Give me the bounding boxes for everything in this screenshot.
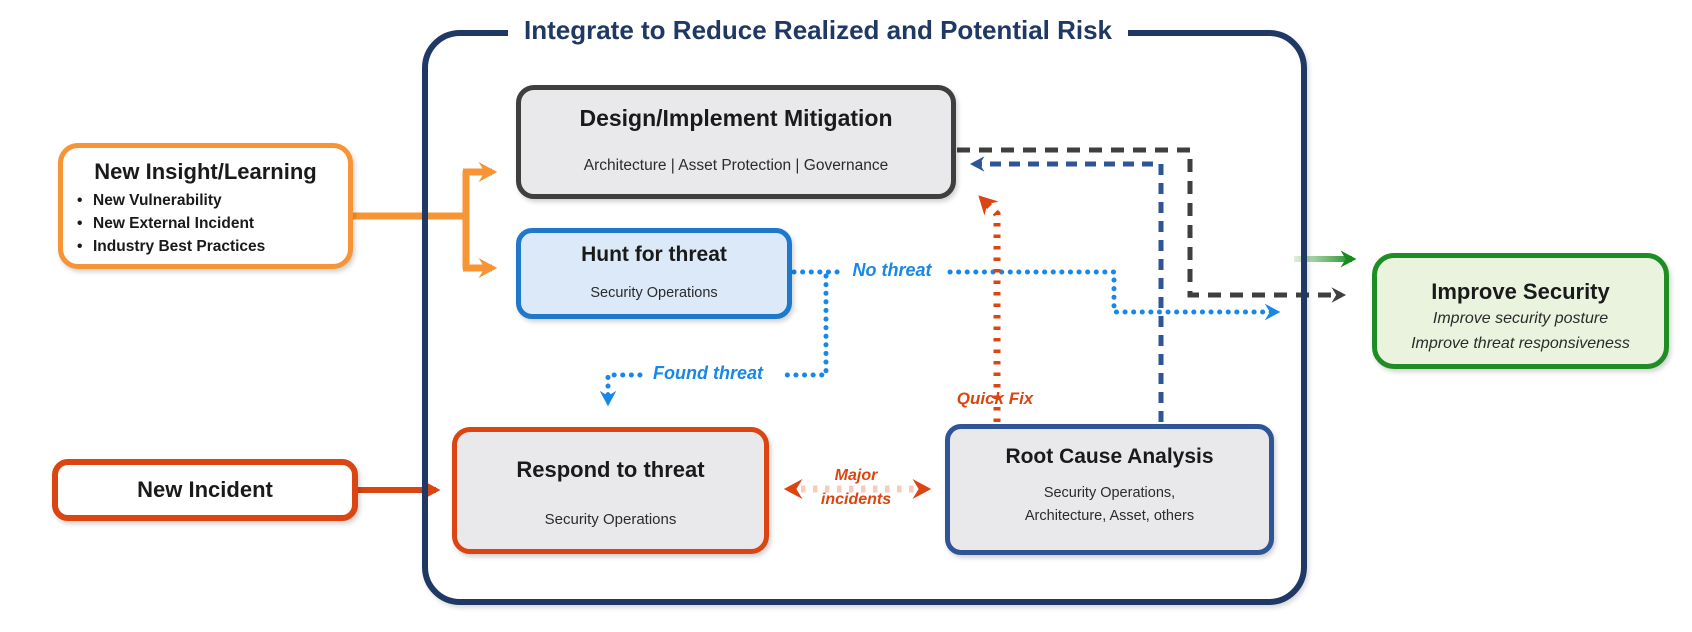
box-hunt-for-threat: Hunt for threat Security Operations <box>516 228 792 319</box>
new-insight-title: New Insight/Learning <box>94 159 317 184</box>
edge-mitigation-to-improve <box>957 147 1347 303</box>
hunt-subtitle: Security Operations <box>590 285 718 301</box>
frame-title: Integrate to Reduce Realized and Potenti… <box>508 9 1129 51</box>
respond-title: Respond to threat <box>516 457 705 482</box>
rca-subtitle-line1: Security Operations, <box>1043 485 1176 501</box>
box-new-insight: New Insight/Learning New Vulnerability N… <box>58 143 353 269</box>
rca-subtitle-line2: Architecture, Asset, others <box>1024 508 1195 524</box>
bullet-new-vulnerability: New Vulnerability <box>77 189 348 212</box>
bullet-industry-best-practices: Industry Best Practices <box>77 235 348 258</box>
improve-subtitle-line2: Improve threat responsiveness <box>1411 335 1630 352</box>
arrow-insight-stem <box>348 168 470 272</box>
rca-title: Root Cause Analysis <box>1005 445 1214 468</box>
box-mitigation: Design/Implement Mitigation Architecture… <box>516 85 956 199</box>
edge-found-threat-to-respond <box>599 372 643 407</box>
box-improve-security: Improve Security Improve security postur… <box>1372 253 1669 369</box>
label-quick-fix: Quick Fix <box>956 389 1034 408</box>
box-root-cause-analysis: Root Cause Analysis Security Operations,… <box>945 424 1274 555</box>
label-found-threat: Found threat <box>653 363 763 383</box>
mitigation-title: Design/Implement Mitigation <box>579 105 893 131</box>
edge-found-threat-branch <box>779 273 829 378</box>
box-respond-to-threat: Respond to threat Security Operations <box>452 427 769 554</box>
respond-subtitle: Security Operations <box>544 511 677 528</box>
new-insight-bullet-list: New Vulnerability New External Incident … <box>63 189 348 258</box>
hunt-title: Hunt for threat <box>581 243 727 266</box>
mitigation-subtitle: Architecture | Asset Protection | Govern… <box>583 157 889 174</box>
edge-quick-fix <box>978 195 1001 422</box>
bullet-new-external-incident: New External Incident <box>77 212 348 235</box>
edge-no-threat-right <box>947 269 1281 321</box>
improve-title: Improve Security <box>1431 279 1610 304</box>
label-major-incidents: Major incidents <box>806 464 906 512</box>
box-new-incident: New Incident <box>52 459 358 521</box>
new-incident-title: New Incident <box>137 477 273 502</box>
rca-subtitle: Security Operations, Architecture, Asset… <box>950 482 1269 528</box>
label-major-line1: Major <box>834 467 878 484</box>
improve-subtitle-line1: Improve security posture <box>1432 310 1609 327</box>
edge-rca-to-mitigation <box>969 156 1164 422</box>
label-major-line2: incidents <box>820 491 892 508</box>
label-no-threat: No threat <box>852 260 932 280</box>
